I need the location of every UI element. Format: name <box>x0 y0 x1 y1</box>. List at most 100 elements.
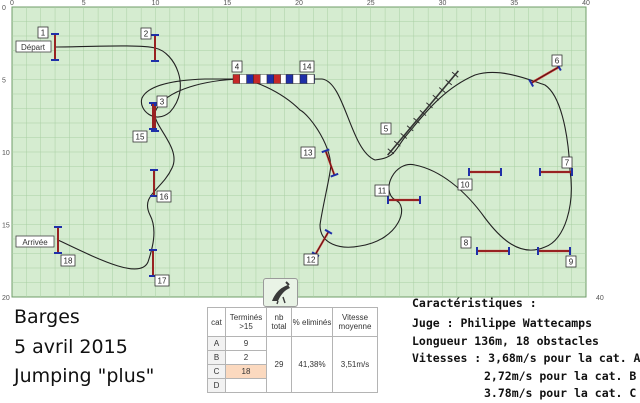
obstacle-number: 14 <box>303 63 312 72</box>
tick <box>426 102 433 109</box>
x-tick-label: 0 <box>10 0 14 7</box>
row-finished: 18 <box>225 364 267 379</box>
obstacle-number: 2 <box>144 30 149 39</box>
obstacle-number: 10 <box>461 181 470 190</box>
header-pct: % eliminés <box>291 307 333 337</box>
obstacle-8 <box>476 247 510 255</box>
tick <box>451 71 459 78</box>
y-tick-label: 0 <box>2 5 6 12</box>
row-finished: 2 <box>225 350 267 365</box>
length-line: Longueur 136m, 18 obstacles <box>412 334 599 348</box>
obstacle-number-box <box>37 26 49 39</box>
y-tick-label: 20 <box>2 295 10 302</box>
obstacle-number: 3 <box>160 98 165 107</box>
wall-brick <box>292 74 301 84</box>
obstacle-number-box <box>300 146 316 159</box>
tick <box>413 117 420 124</box>
obstacle-2 <box>151 34 159 62</box>
obstacle-number-box <box>231 60 243 73</box>
tick <box>393 140 401 147</box>
obstacles-layer <box>51 33 573 277</box>
y-tick-label: 10 <box>2 150 10 157</box>
obstacle-number: 15 <box>136 133 145 142</box>
row-cat: D <box>207 378 226 393</box>
pole-shadow <box>315 231 329 255</box>
date-title: 5 avril 2015 <box>14 336 128 358</box>
obstacle-number: 18 <box>64 257 73 266</box>
obstacle-number: 6 <box>555 57 560 66</box>
horse-jumper-logo <box>263 278 298 307</box>
place-title: Barges <box>14 306 80 328</box>
obstacle-number-box <box>156 190 172 203</box>
judge-line: Juge : Philippe Wattecamps <box>412 316 593 330</box>
wing <box>321 148 330 154</box>
obstacle-number: 4 <box>235 63 240 72</box>
wall-brick <box>259 74 268 84</box>
obstacle-5 <box>387 70 459 156</box>
wall-brick <box>285 74 294 84</box>
obstacle-number-box <box>299 60 315 73</box>
obstacle-number-box <box>140 27 152 40</box>
obstacle-number: 7 <box>565 159 570 168</box>
row-cat: B <box>207 350 226 365</box>
obstacle-10 <box>468 168 502 176</box>
obstacle-number-box <box>303 253 319 266</box>
obstacle-number-box <box>460 236 472 249</box>
characteristics-title: Caractéristiques : <box>412 296 537 310</box>
pct-cell: 41,38% <box>291 336 333 393</box>
wall-brick <box>266 74 275 84</box>
obstacle-number-box <box>374 184 390 197</box>
obstacle-17 <box>149 249 157 277</box>
tick <box>445 79 453 86</box>
event-title: Jumping "plus" <box>14 365 155 387</box>
wall-brick <box>232 74 241 84</box>
obstacle-number-box <box>551 54 563 67</box>
obstacle-7 <box>539 168 573 176</box>
obstacle-number-box <box>457 178 473 191</box>
obstacle-number-box <box>561 156 573 169</box>
obstacle-9 <box>537 247 571 255</box>
wing <box>528 79 535 87</box>
pole-shadow <box>325 150 335 176</box>
tick <box>400 133 408 139</box>
obstacle-number: 8 <box>464 239 469 248</box>
y-tick-label: 15 <box>2 223 10 230</box>
tick <box>438 87 446 93</box>
speed-b-line: 2,72m/s pour la cat. B <box>484 369 637 383</box>
row-cat: A <box>207 336 226 351</box>
obstacle-number-box <box>156 95 168 108</box>
total-cell: 29 <box>266 336 292 393</box>
wing <box>330 172 339 178</box>
tick <box>419 110 427 116</box>
x-tick-label: 20 <box>295 0 303 7</box>
y-tick-label: 5 <box>2 78 6 85</box>
x-tick-label: 35 <box>510 0 518 7</box>
header-finished: Terminés >15 <box>225 307 267 337</box>
x-tick-label: 5 <box>82 0 86 7</box>
obstacle-6 <box>528 63 562 87</box>
obstacle-number: 5 <box>384 125 389 134</box>
obstacle-3 <box>151 104 159 132</box>
x-tick-label: 40 <box>582 0 590 7</box>
row-finished: 9 <box>225 336 267 351</box>
x-tick-label: 15 <box>223 0 231 7</box>
speed-c-line: 3.78m/s pour la cat. C <box>484 386 637 400</box>
obstacle-number-box <box>565 255 577 268</box>
wing <box>324 228 333 235</box>
wall-brick <box>246 74 254 84</box>
wall-brick <box>299 74 308 84</box>
obstacle-number: 13 <box>304 149 313 158</box>
start-label: Départ <box>21 43 46 52</box>
wall-brick <box>239 74 247 84</box>
results-table: cat Terminés >15 nb total % eliminés Vit… <box>207 307 378 393</box>
field-grid <box>11 6 587 298</box>
obstacle-number: 11 <box>378 187 387 196</box>
obstacle-number: 16 <box>160 193 169 202</box>
x-tick-label: 40 <box>596 295 604 302</box>
speed-cell: 3,51m/s <box>332 336 378 393</box>
obstacle-18 <box>54 226 62 254</box>
start-marker: Départ <box>15 40 52 53</box>
row-cat: C <box>207 364 226 379</box>
